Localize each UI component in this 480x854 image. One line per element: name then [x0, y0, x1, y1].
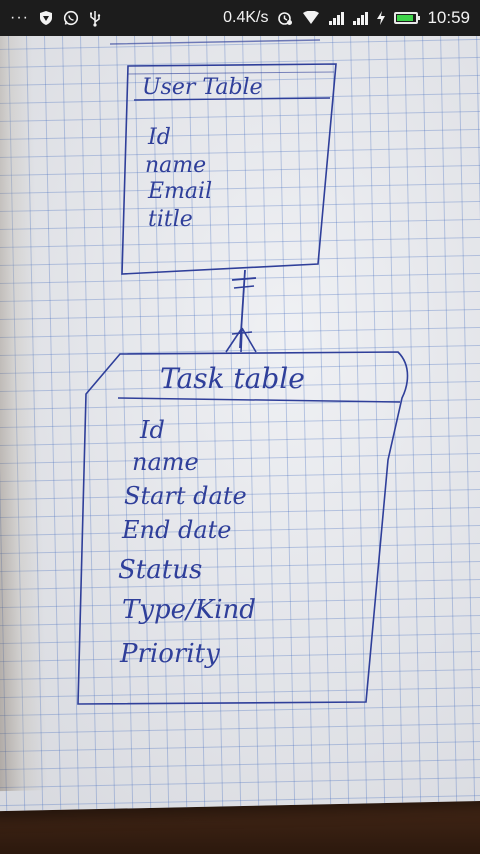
- usb-icon: [88, 10, 102, 27]
- charging-icon: [377, 11, 386, 25]
- status-bar-right: 0.4K/s 10:59: [223, 8, 470, 28]
- task-table-entity: Task table Id name Start date End date S…: [77, 351, 409, 705]
- user-table-entity: User Table Id name Email title: [121, 63, 337, 275]
- user-table-field-email: Email: [147, 179, 212, 204]
- task-table-field-id: Id: [139, 416, 165, 444]
- status-bar-left: ···: [10, 9, 102, 27]
- wifi-icon: [302, 11, 320, 25]
- task-table-field-end-date: End date: [121, 516, 232, 544]
- whatsapp-icon: [63, 10, 79, 26]
- task-table-field-name: name: [132, 448, 199, 476]
- task-table-field-status: Status: [118, 555, 202, 585]
- user-table-field-name: name: [145, 153, 206, 178]
- network-speed: 0.4K/s: [223, 9, 269, 26]
- task-table-title: Task table: [160, 362, 305, 395]
- one-to-many-relationship-line: [225, 269, 257, 353]
- signal-icon: [329, 11, 345, 25]
- alarm-icon: [277, 10, 293, 26]
- task-table-field-type-kind: Type/Kind: [122, 595, 256, 625]
- task-table-field-priority: Priority: [119, 639, 220, 669]
- user-table-field-id: Id: [147, 125, 171, 150]
- user-table-field-title: title: [148, 207, 193, 232]
- more-notifications-icon: ···: [10, 9, 29, 26]
- clock: 10:59: [427, 8, 470, 27]
- battery-icon: [394, 12, 421, 24]
- er-diagram-sketch: User Table Id name Email title Task tabl…: [77, 39, 409, 705]
- task-table-field-start-date: Start date: [124, 482, 247, 510]
- user-table-title: User Table: [142, 75, 263, 100]
- signal-icon: [353, 11, 369, 25]
- battery-level: [397, 15, 413, 21]
- status-bar: ··· 0.4K/s 10:59: [0, 0, 480, 36]
- notebook-photo: User Table Id name Email title Task tabl…: [0, 36, 480, 854]
- shield-icon: [38, 10, 54, 26]
